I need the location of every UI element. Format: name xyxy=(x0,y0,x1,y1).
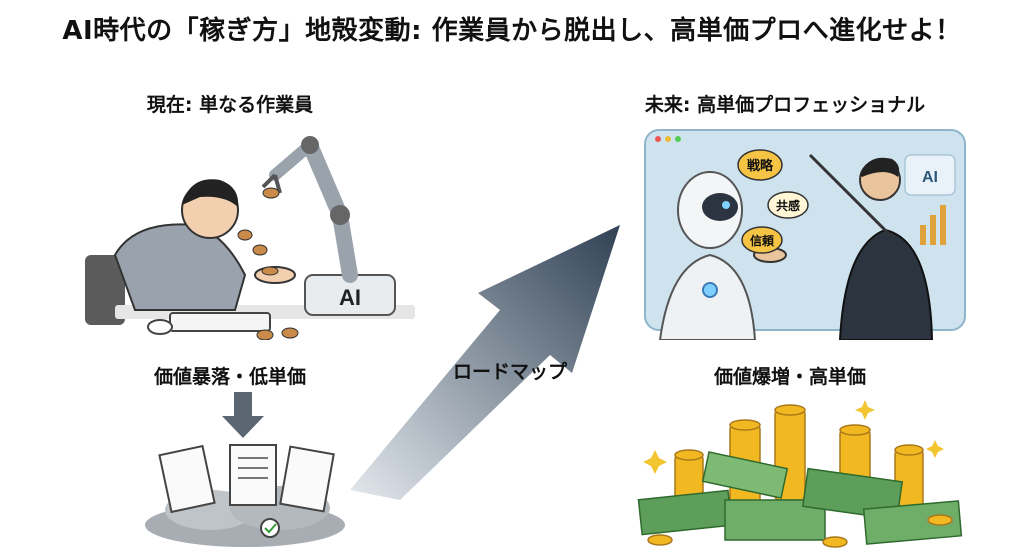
worker-hair xyxy=(182,179,239,207)
professional-ai-illustration: AI 戦略 共感 信頼 xyxy=(644,129,966,340)
right-heading: 未来: 高単価プロフェッショナル xyxy=(644,94,926,116)
right-caption: 価値爆増・高単価 xyxy=(713,366,866,388)
left-caption: 価値暴落・低単価 xyxy=(153,366,306,388)
coin-desk xyxy=(281,327,299,339)
left-heading: 現在: 単なる作業員 xyxy=(146,94,314,116)
bubble-trust: 信頼 xyxy=(750,233,775,248)
roadmap-caption: ロードマップ xyxy=(452,361,567,383)
chair xyxy=(85,255,125,325)
coin-falling xyxy=(252,244,268,256)
mouse xyxy=(147,319,173,335)
keyboard xyxy=(169,312,271,332)
money-pile-illustration xyxy=(637,400,963,548)
banknote-bundles xyxy=(637,451,963,545)
worker-robot-illustration: AI xyxy=(85,136,415,340)
growth-arrow-icon xyxy=(350,225,620,500)
down-arrow-icon xyxy=(222,392,264,438)
worker-body xyxy=(113,223,247,311)
page-title: AI時代の「稼ぎ方」地殻変動: 作業員から脱出し、高単価プロへ進化せよ！ xyxy=(62,16,962,46)
coin-desk xyxy=(256,329,274,340)
bubble-empathy: 共感 xyxy=(776,198,800,213)
bubble-strategy: 戦略 xyxy=(747,158,774,174)
discarded-papers-illustration xyxy=(145,444,345,547)
coin-falling xyxy=(237,229,253,241)
pointer-stick xyxy=(808,153,892,237)
skill-bubbles: 戦略 共感 信頼 xyxy=(737,149,809,254)
sparkle-icon xyxy=(643,400,944,474)
screen-ai-label: AI xyxy=(922,169,938,186)
robot-gripper xyxy=(261,173,282,194)
robot-ai-label: AI xyxy=(339,285,361,310)
